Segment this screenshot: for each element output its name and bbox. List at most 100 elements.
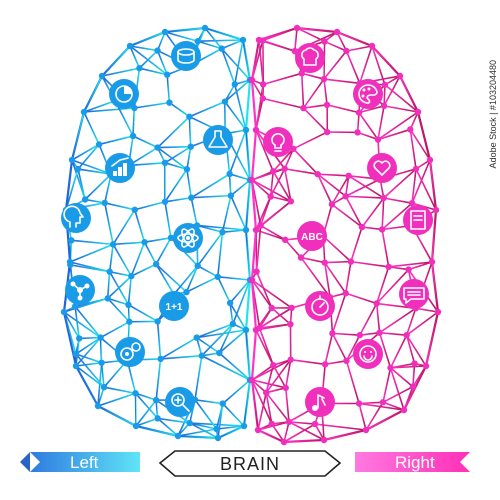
mesh-edge: [155, 263, 188, 293]
mesh-edge: [405, 334, 416, 365]
mesh-vertex: [72, 350, 80, 358]
left-node-magnifier-icon: [165, 387, 195, 417]
mesh-vertex: [193, 334, 200, 341]
mesh-edge: [331, 174, 350, 206]
mesh-edge: [106, 297, 130, 306]
mesh-edge: [409, 128, 417, 170]
mesh-edge: [224, 79, 251, 103]
mesh-vertex: [239, 36, 247, 44]
mesh-vertex: [362, 426, 370, 434]
mesh-vertex: [321, 38, 328, 45]
mesh-vertex: [136, 64, 143, 72]
mesh-edge: [316, 173, 347, 198]
mesh-vertex: [231, 81, 238, 88]
mesh-edge: [71, 111, 85, 161]
mesh-edge: [345, 50, 361, 85]
mesh-edge: [196, 39, 244, 43]
mesh-vertex: [297, 254, 305, 261]
mesh-vertex: [101, 199, 108, 207]
pie-chart-icon: [115, 85, 133, 103]
mesh-edge: [344, 178, 381, 198]
right-node-book-icon: [403, 205, 433, 235]
mesh-vertex: [253, 268, 260, 275]
mesh-edge: [302, 107, 328, 133]
mesh-vertex: [422, 362, 430, 370]
mesh-edge: [431, 261, 439, 313]
puzzle-head-icon: [63, 205, 84, 228]
mesh-edge: [324, 360, 348, 366]
mesh-edge: [185, 276, 219, 293]
mesh-edge: [389, 367, 414, 388]
mesh-vertex: [379, 399, 387, 406]
mesh-vertex: [194, 38, 201, 45]
mesh-edge: [133, 101, 171, 109]
mesh-vertex: [380, 102, 388, 110]
mesh-edge: [196, 231, 224, 267]
mesh-vertex: [323, 128, 331, 136]
mesh-edge: [216, 276, 251, 281]
mesh-edge: [130, 263, 157, 277]
mesh-edge: [233, 39, 244, 86]
mesh-edge: [389, 362, 416, 369]
mesh-edge: [255, 224, 262, 273]
mesh-vertex: [256, 324, 263, 332]
mesh-edge: [269, 167, 286, 198]
mesh-edge: [377, 111, 419, 141]
mesh-edge: [230, 194, 247, 231]
mesh-edge: [188, 115, 192, 148]
mesh-vertex: [71, 303, 79, 310]
mesh-edge: [245, 179, 251, 231]
mesh-edge: [112, 241, 146, 246]
mesh-edge: [350, 226, 363, 263]
mesh-vertex: [342, 193, 349, 200]
mesh-edge: [83, 111, 100, 146]
mesh-edge: [283, 167, 292, 203]
mesh-vertex: [174, 432, 182, 440]
mesh-edge: [259, 224, 287, 241]
mesh-edge: [177, 428, 218, 437]
mesh-edge: [103, 386, 137, 395]
mesh-edge: [269, 195, 292, 203]
mesh-edge: [269, 170, 274, 198]
mesh-edge: [302, 78, 325, 109]
mesh-edge: [195, 323, 234, 339]
mesh-edge: [389, 367, 405, 411]
mesh-vertex: [164, 71, 171, 78]
mesh-vertex: [183, 288, 190, 296]
mesh-edge: [190, 173, 231, 199]
mesh-edge: [292, 131, 328, 150]
mesh-edge: [159, 354, 203, 360]
mesh-vertex: [60, 308, 68, 316]
mesh-vertex: [80, 108, 88, 116]
mesh-edge: [106, 275, 133, 300]
mesh-edge: [129, 45, 141, 69]
mesh-edge: [218, 329, 247, 354]
mesh-edge: [289, 358, 326, 366]
mesh-vertex: [259, 95, 267, 102]
mesh-vertex: [434, 308, 442, 316]
right-node-music-note-icon: [305, 387, 335, 417]
mesh-edge: [71, 143, 100, 161]
mesh-edge: [63, 311, 77, 355]
right-label: Right: [395, 453, 435, 472]
mesh-vertex: [293, 24, 301, 32]
mesh-edge: [405, 307, 417, 336]
mesh-vertex: [355, 109, 363, 116]
mesh-edge: [97, 392, 137, 407]
mesh-edge: [75, 361, 103, 367]
mesh-vertex: [405, 266, 412, 273]
mesh-vertex: [188, 194, 195, 201]
mesh-edge: [323, 78, 328, 106]
mesh-vertex: [320, 75, 328, 83]
mesh-edge: [383, 83, 386, 107]
mesh-vertex: [300, 104, 307, 112]
smiley-icon: [359, 345, 377, 363]
mesh-edge: [251, 39, 264, 81]
right-node-circle: [367, 153, 397, 183]
mesh-edge: [195, 336, 221, 354]
mesh-edge: [77, 143, 100, 170]
mesh-edge: [345, 360, 360, 405]
mesh-edge: [377, 128, 412, 141]
mesh-edge: [164, 145, 192, 164]
mesh-edge: [288, 421, 316, 425]
